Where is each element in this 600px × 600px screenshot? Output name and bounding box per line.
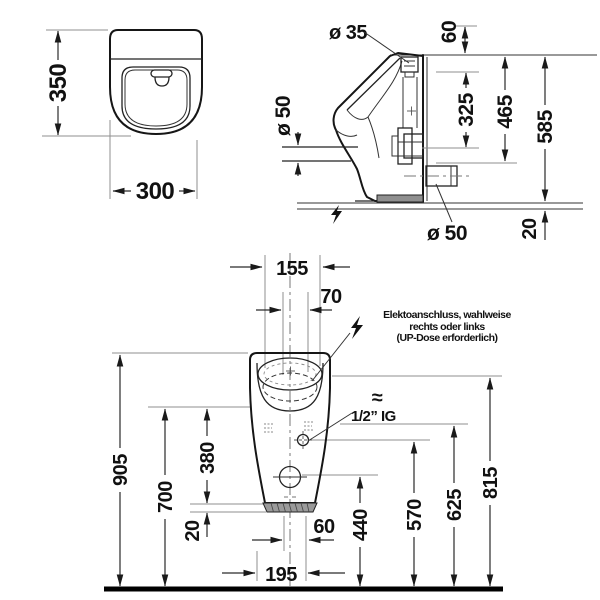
water-connection-label: ≈ 1/2” IG	[307, 387, 396, 442]
dim-625-label: 625	[444, 489, 466, 521]
side-bowl-curve-4	[335, 129, 358, 137]
dim-700-label: 700	[155, 481, 177, 513]
electrical-note: Elektoanschluss, wahlweise rechts oder l…	[311, 309, 512, 382]
water-connection-text: 1/2” IG	[351, 408, 396, 425]
urinal-side-outline	[332, 52, 424, 202]
fixing-cross-icon	[407, 106, 416, 116]
side-base-strip	[376, 194, 424, 203]
dim-70-label: 70	[320, 286, 342, 308]
bowl-texture	[263, 362, 317, 386]
dim-570-label: 570	[404, 499, 426, 531]
dim-20-install: 20	[182, 512, 211, 542]
bowl-hidden-edge	[262, 372, 318, 402]
urinal-front-outline	[109, 29, 203, 135]
electrical-note-line2: rechts oder links	[409, 321, 485, 333]
dim-380-label: 380	[197, 442, 219, 474]
dim-585: 585	[534, 56, 557, 202]
install-rim-curve	[256, 362, 324, 412]
dim-325-label: 325	[455, 92, 478, 126]
dim-20-side-label: 20	[519, 218, 541, 240]
mounting-hole	[273, 465, 307, 489]
dim-350-label: 350	[45, 64, 72, 103]
ceramic-print-marks	[264, 421, 314, 433]
front-bowl-inner	[124, 69, 188, 127]
lightning-bolt-icon	[351, 316, 363, 339]
dim-o35: ø 35	[329, 22, 410, 64]
dim-440: 440	[350, 476, 372, 587]
installation-view: Elektoanschluss, wahlweise rechts oder l…	[104, 253, 512, 592]
lightning-bolt-icon	[331, 205, 342, 224]
dim-325: 325	[422, 71, 479, 149]
dim-155: 155	[230, 258, 350, 280]
outlet-assembly	[391, 127, 424, 165]
dim-465-label: 465	[494, 94, 517, 128]
dim-o35-label: ø 35	[329, 22, 367, 44]
dim-815-label: 815	[480, 467, 502, 499]
dim-700: 700	[155, 408, 177, 587]
dim-195: 195	[222, 564, 345, 586]
dim-300: 300	[109, 120, 198, 205]
side-rim-inner	[346, 57, 401, 111]
dim-60-install: 60	[252, 516, 335, 544]
side-bowl-curve-3	[367, 116, 380, 159]
dim-70: 70	[256, 286, 342, 314]
dim-155-label: 155	[276, 258, 308, 280]
dim-905: 905	[110, 354, 132, 587]
dim-440-label: 440	[350, 509, 372, 541]
dim-905-label: 905	[110, 454, 132, 486]
front-drain-cup	[154, 76, 170, 87]
dim-o50-outlet: ø 50	[427, 183, 468, 245]
drain-base	[262, 502, 318, 513]
dim-20-side: 20	[519, 210, 549, 240]
front-bowl-outer	[121, 66, 191, 130]
bowl-cross-icon	[286, 366, 295, 376]
bowl-opening	[257, 357, 323, 391]
dim-60-side-label: 60	[438, 21, 461, 43]
dim-o50-inlet: ø 50	[272, 96, 358, 176]
dim-625: 625	[444, 425, 466, 587]
electrical-note-line3: (UP-Dose erforderlich)	[396, 332, 497, 344]
dim-465: 465	[436, 56, 517, 164]
electrical-note-line1: Elektoanschluss, wahlweise	[383, 309, 511, 321]
side-bowl-curve-2	[367, 60, 403, 118]
dim-195-label: 195	[265, 564, 297, 586]
side-view: ø 35 60 ø 50 325	[272, 21, 597, 245]
dim-300-label: 300	[136, 178, 175, 205]
dim-60-install-label: 60	[313, 516, 335, 538]
dim-380: 380	[197, 408, 219, 504]
side-bowl-curve-1	[346, 109, 369, 120]
dim-815: 815	[480, 377, 502, 587]
dim-20-install-label: 20	[182, 520, 204, 542]
approx-icon: ≈	[372, 387, 383, 409]
dim-o50-outlet-label: ø 50	[427, 222, 467, 245]
dim-570: 570	[404, 441, 426, 587]
front-drain-tab	[150, 69, 173, 78]
urinal-install-outline	[249, 352, 331, 504]
dim-350: 350	[42, 29, 131, 137]
front-view: 350 300	[42, 29, 203, 205]
dim-o50-inlet-label: ø 50	[272, 96, 295, 136]
dim-585-label: 585	[534, 109, 557, 143]
dim-60-side: 60	[438, 21, 477, 54]
